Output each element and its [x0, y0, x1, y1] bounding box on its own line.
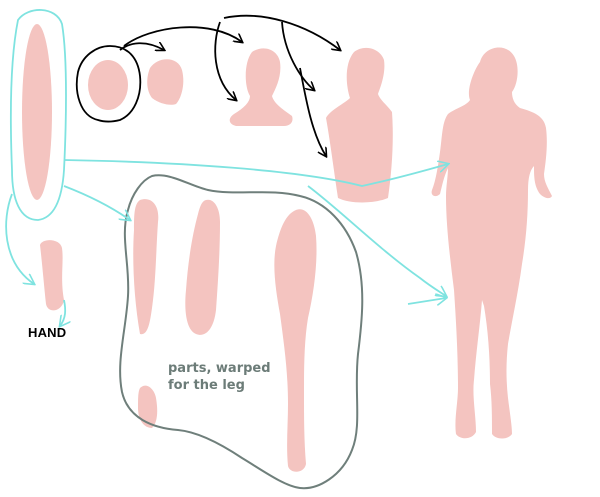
arrow-to-bust	[223, 14, 340, 50]
cyan-arrows	[5, 159, 448, 326]
body-parts	[22, 24, 552, 472]
leg-parts-caption-line2: for the leg	[168, 378, 245, 393]
full-figure	[431, 47, 552, 439]
head-neck	[229, 48, 293, 126]
arm-oval	[22, 24, 52, 200]
arrow-head-to-profile	[119, 43, 164, 50]
leg-part-small	[138, 385, 158, 428]
black-arrows	[119, 14, 340, 156]
head-circle	[88, 60, 128, 110]
hand-piece	[40, 240, 64, 311]
leg-part-middle	[185, 199, 220, 335]
head-loop-outline	[76, 45, 142, 123]
leg-part-full	[274, 209, 317, 472]
hand-label: HAND	[28, 325, 67, 340]
arrow-branch-bust-low	[299, 67, 326, 156]
arm-cyan-outline	[9, 9, 67, 221]
leg-parts-caption-line1: parts, warped	[168, 361, 271, 376]
arrow-figure-horizontal	[407, 298, 446, 304]
arrow-branch-down	[214, 21, 236, 100]
leg-parts-outline	[119, 174, 364, 490]
arrow-branch-bust-side	[281, 21, 314, 90]
head-profile	[147, 59, 184, 105]
arrow-arm-to-hand	[5, 193, 34, 284]
leg-part-left	[133, 199, 159, 335]
arrow-legparts-to-figure	[307, 185, 446, 296]
arrow-arm-to-legparts	[63, 185, 130, 220]
leg-parts-caption: parts, warped for the leg	[168, 360, 308, 394]
bust	[326, 47, 393, 203]
arrow-to-head-neck	[123, 26, 242, 47]
arrow-arm-to-figure	[63, 159, 448, 187]
arrow-hand-down	[60, 299, 65, 326]
